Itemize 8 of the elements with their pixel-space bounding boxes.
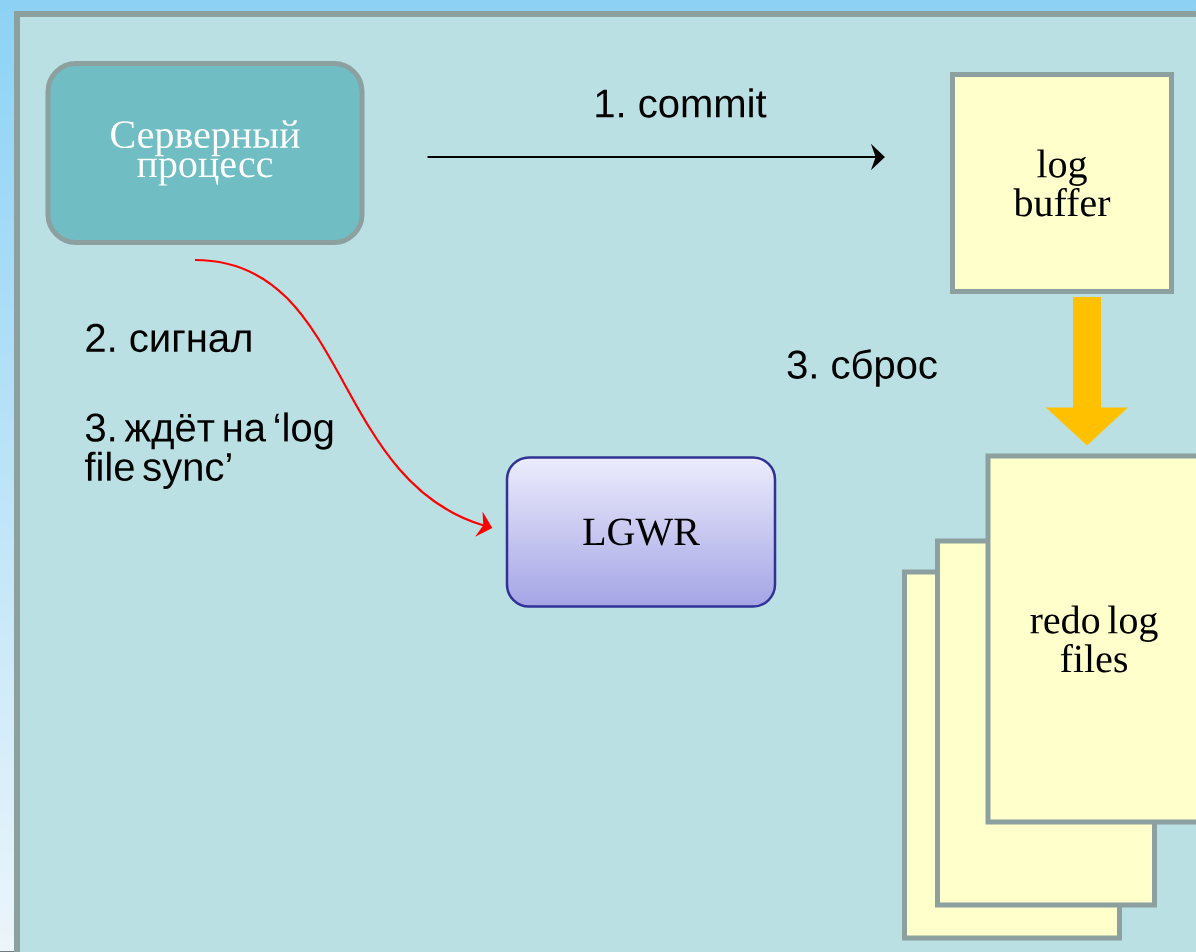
note-text: 3. ждёт на ‘log file sync’ [84,412,333,489]
file-page: redo log files [985,453,1196,825]
process-box: Серверный процесс [45,61,365,245]
process-box: LGWR [505,456,777,608]
edge-label: 1. commit [596,88,767,118]
note-text: 2. сигнал [86,323,251,353]
buffer-box: log buffer [950,72,1174,294]
edge-label: 3. сброс [787,349,937,387]
